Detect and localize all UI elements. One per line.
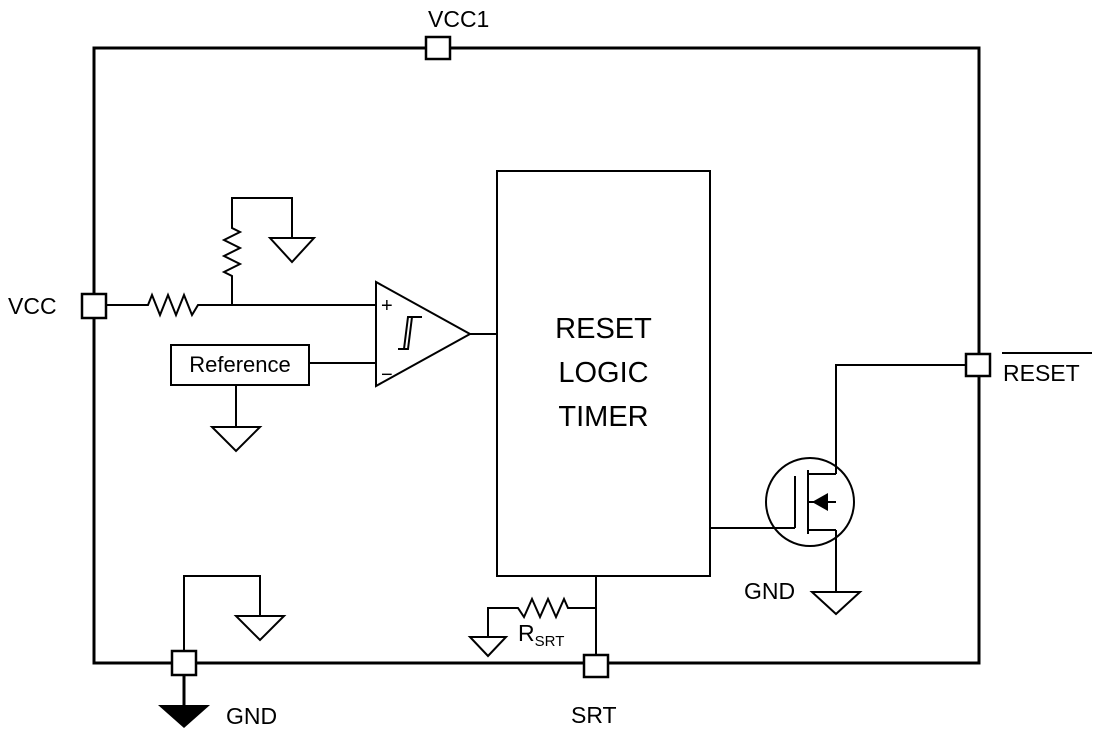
pin-reset bbox=[964, 352, 992, 378]
reference-ground-symbol bbox=[209, 426, 263, 453]
hysteresis-symbol bbox=[398, 316, 422, 350]
divider-resistor bbox=[221, 197, 293, 305]
vcc-input-wire bbox=[107, 292, 376, 318]
reference-block: Reference bbox=[170, 344, 310, 386]
pin-gnd bbox=[170, 649, 198, 677]
gnd-pin-label: GND bbox=[226, 703, 278, 729]
rsrt-label: RSRT bbox=[518, 620, 564, 650]
divider-ground-symbol bbox=[267, 237, 317, 264]
logic-line-1: RESET bbox=[555, 313, 652, 345]
reset-logic-timer-block bbox=[496, 170, 711, 577]
reset-output-wire bbox=[835, 364, 965, 474]
comparator-plus-sign: + bbox=[381, 295, 393, 317]
mosfet-circle bbox=[765, 457, 855, 547]
pin-vcc1 bbox=[424, 35, 452, 61]
comparator-triangle bbox=[375, 280, 473, 388]
mosfet-arrow bbox=[812, 493, 828, 511]
rsrt-main: R bbox=[518, 620, 535, 646]
rsrt-subscript: SRT bbox=[534, 633, 565, 650]
pin-vcc bbox=[80, 292, 108, 320]
reset-label: RESET bbox=[1003, 360, 1080, 386]
logic-line-3: TIMER bbox=[558, 401, 649, 433]
mosfet-gnd-label: GND bbox=[744, 578, 796, 604]
logic-line-2: LOGIC bbox=[558, 357, 649, 389]
vcc1-label: VCC1 bbox=[428, 6, 490, 32]
pin-srt bbox=[582, 653, 610, 679]
rsrt-resistor bbox=[487, 596, 596, 637]
srt-pin-label: SRT bbox=[571, 702, 617, 728]
comparator-minus-sign: − bbox=[381, 364, 393, 386]
internal-ground-wire bbox=[183, 575, 261, 655]
reset-logic-timer-label: RESET LOGIC TIMER bbox=[497, 307, 710, 439]
vcc-label: VCC bbox=[8, 293, 57, 319]
reference-label: Reference bbox=[189, 352, 291, 377]
mosfet-ground-symbol bbox=[809, 591, 863, 616]
internal-ground-symbol bbox=[233, 615, 287, 642]
rsrt-ground-symbol bbox=[467, 636, 509, 658]
external-ground-symbol bbox=[158, 705, 210, 728]
